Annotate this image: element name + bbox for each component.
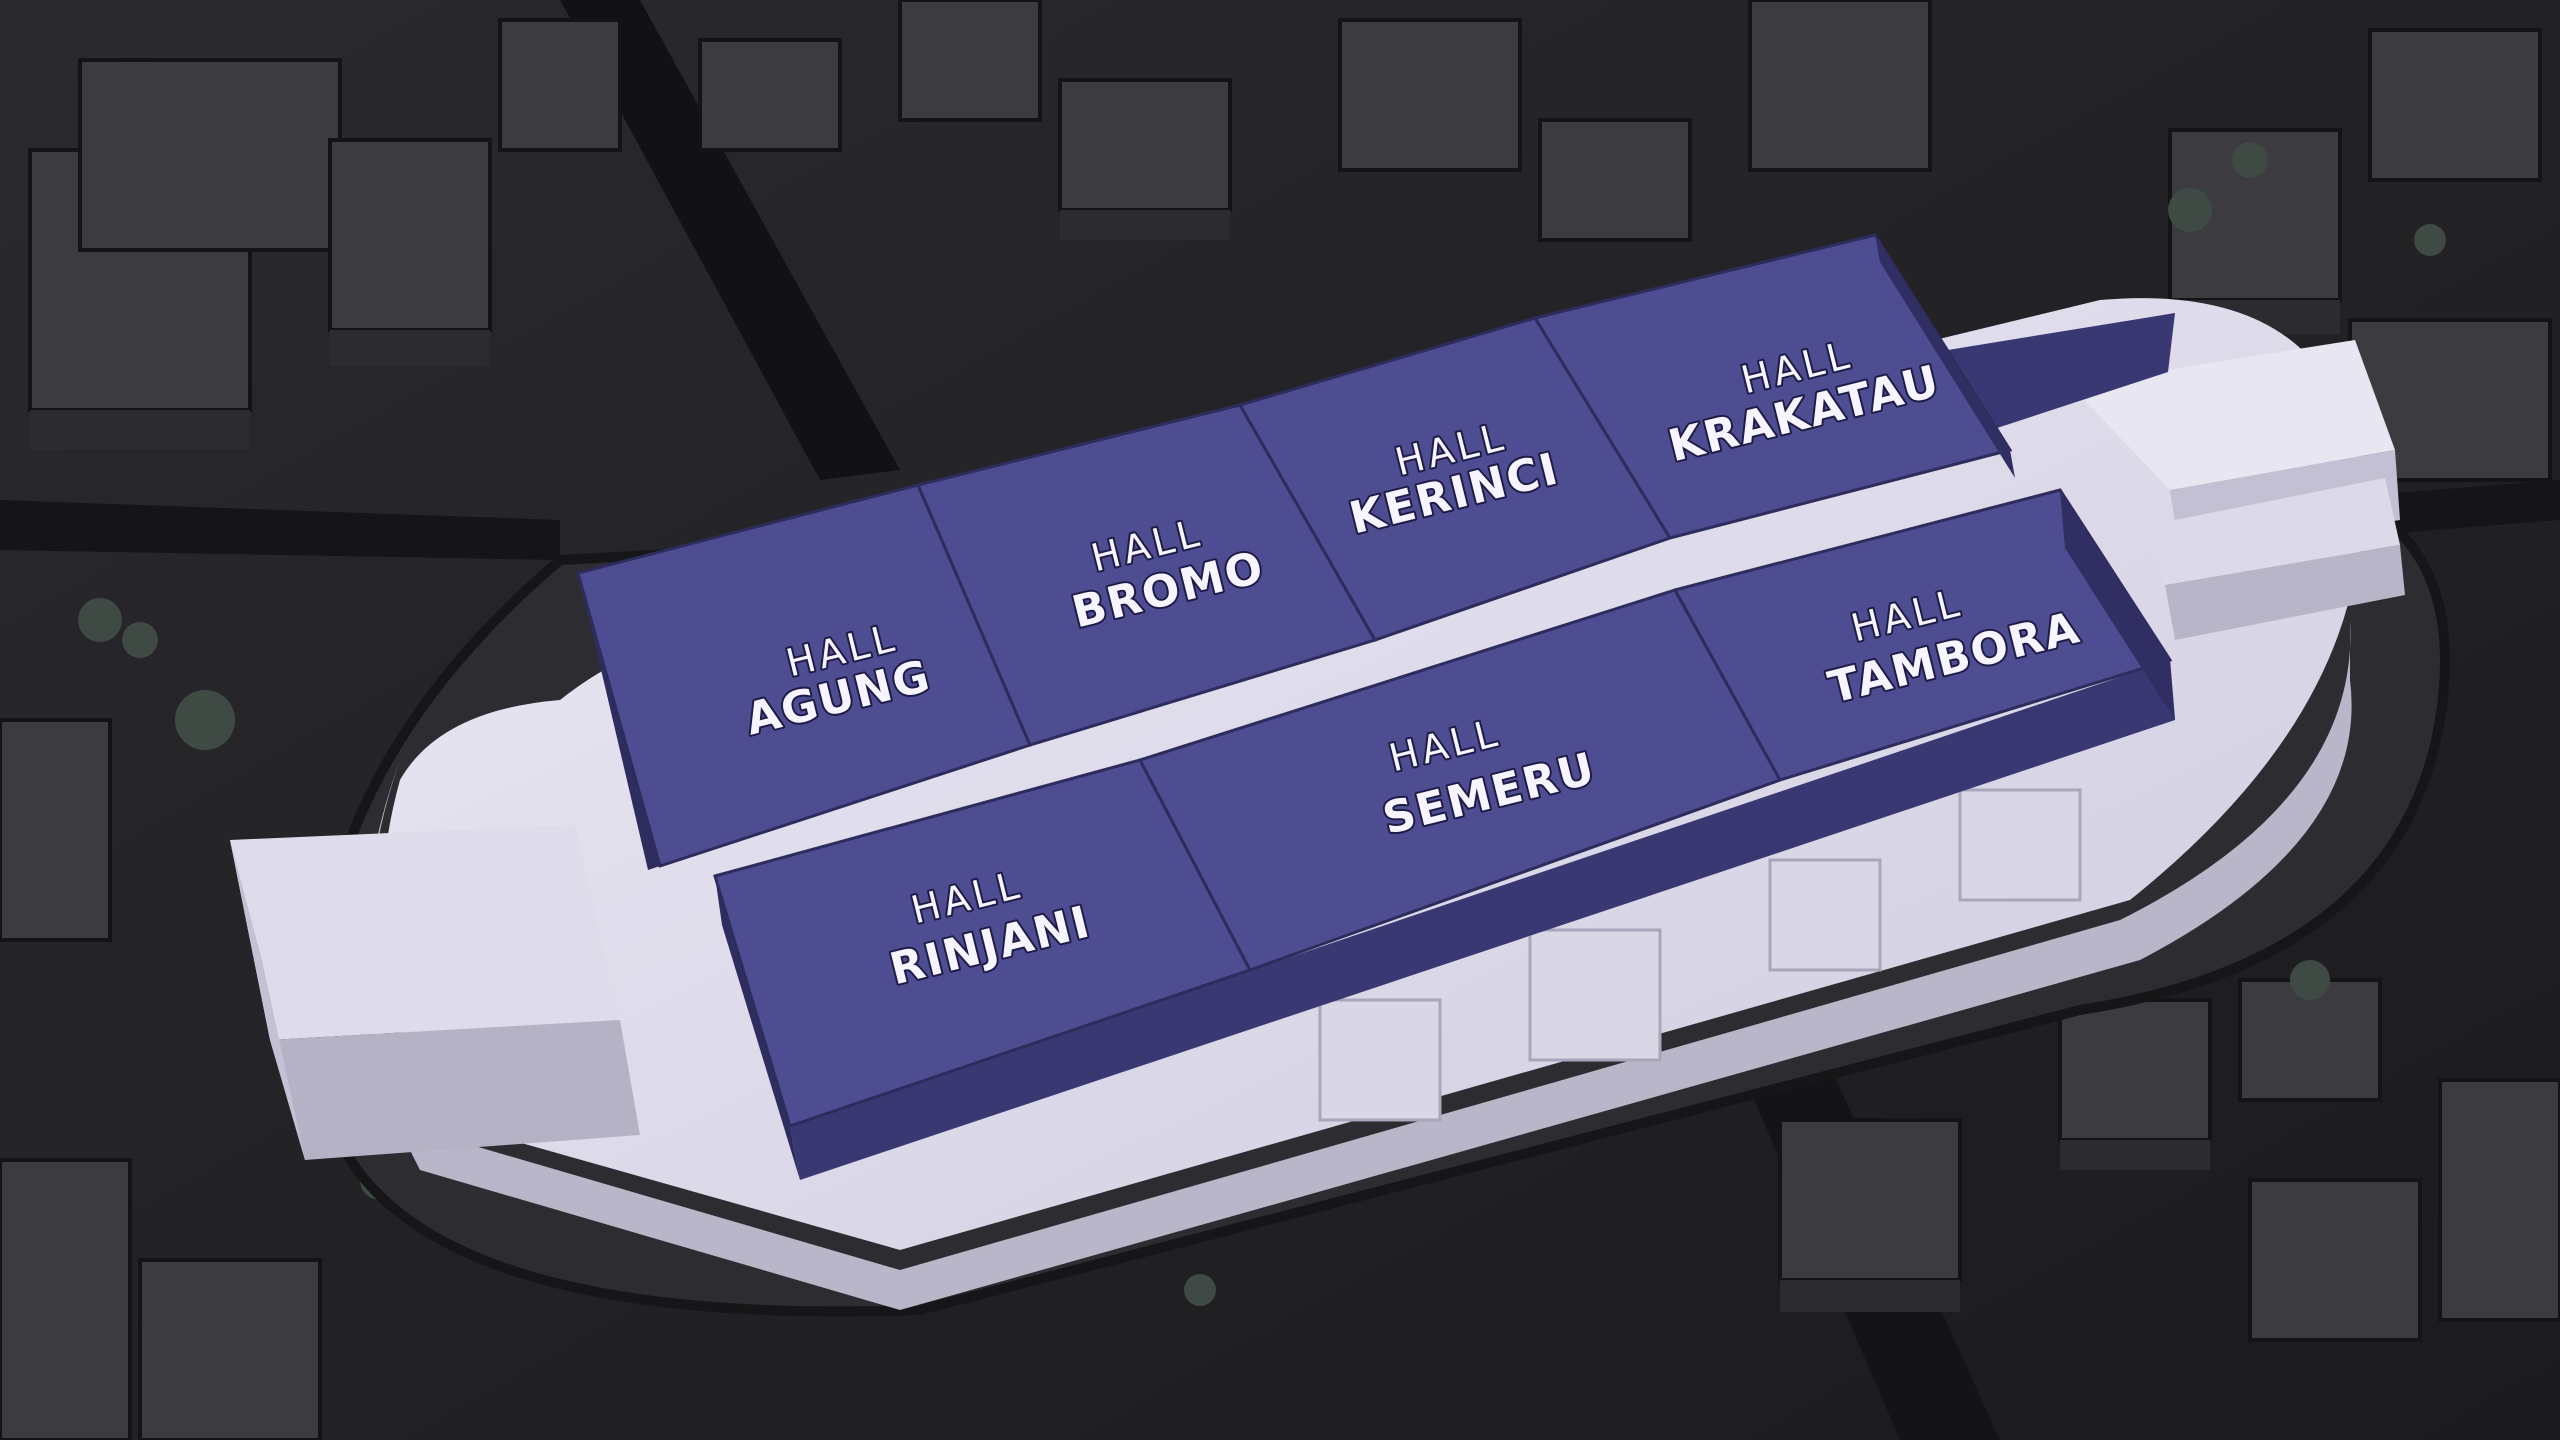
city-building-side <box>30 410 250 450</box>
city-building <box>1748 0 1932 172</box>
podium-annex-right-low-front <box>2165 545 2405 640</box>
hall-row-front-front-face <box>790 660 2175 1180</box>
exhibition-halls <box>576 233 2175 1180</box>
tree <box>2232 142 2268 178</box>
hall-krakatau-right-face <box>1875 235 2015 478</box>
city-building <box>1058 78 1232 212</box>
podium-annex-left-side <box>230 840 305 1160</box>
street <box>560 0 900 480</box>
podium-annex-right-top <box>2070 340 2395 490</box>
city-building <box>2368 28 2542 182</box>
city-building <box>2248 1178 2422 1342</box>
city-building <box>2438 1078 2560 1322</box>
podium-facade-block <box>1768 858 1882 972</box>
podium-facade-block <box>1528 928 1662 1062</box>
city-building <box>498 18 622 152</box>
podium-annex-left-top <box>230 825 620 1040</box>
podium-facade-block <box>1958 788 2082 902</box>
city-building <box>1778 1118 1962 1282</box>
tree <box>122 622 158 658</box>
city-building-side <box>330 330 490 366</box>
podium-front <box>364 620 2352 1310</box>
city-building <box>698 38 842 152</box>
tree <box>2168 188 2212 232</box>
tree <box>2414 224 2446 256</box>
city-building <box>0 1158 132 1440</box>
city-building <box>1538 118 1692 242</box>
city-building <box>78 58 342 252</box>
city-building <box>328 138 492 332</box>
street <box>0 500 560 560</box>
city-building-side <box>2060 1140 2210 1170</box>
city-building <box>898 0 1042 122</box>
city-building <box>138 1258 322 1440</box>
city-building-side <box>1780 1280 1960 1312</box>
podium-annex-left-front <box>270 1020 640 1160</box>
hall-tambora-right-face <box>2060 490 2175 720</box>
city-building <box>0 718 112 942</box>
tree <box>1184 1274 1216 1306</box>
city-building <box>1338 18 1522 172</box>
city-building <box>2058 998 2212 1142</box>
tree <box>2290 960 2330 1000</box>
city-building-side <box>1060 210 1230 240</box>
podium-facade-block <box>1318 998 1442 1122</box>
tree <box>175 690 235 750</box>
tree <box>78 598 122 642</box>
podium-annex-right-low-top <box>2150 478 2400 585</box>
